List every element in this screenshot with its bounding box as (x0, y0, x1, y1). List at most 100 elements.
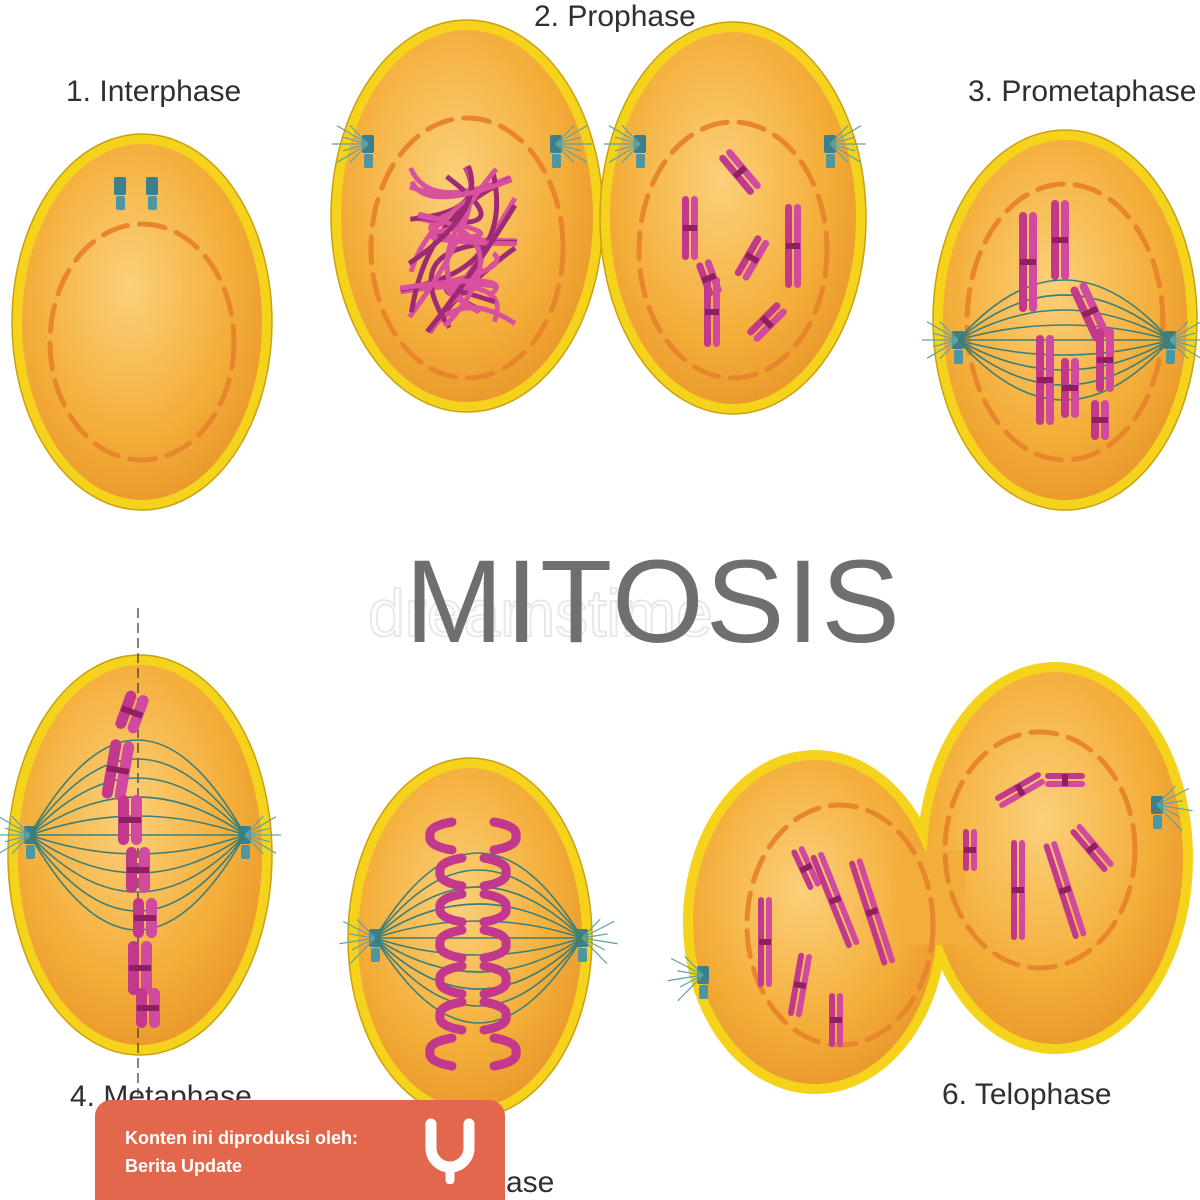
aster-ray (608, 125, 641, 145)
aster-ray (1156, 804, 1181, 818)
watermark-text: dreamstime (368, 576, 713, 650)
cytoplasm (22, 144, 262, 500)
aster-ray (349, 937, 376, 965)
aster-ray (555, 125, 588, 145)
chromosome (1070, 824, 1114, 872)
aster-ray (939, 339, 959, 360)
spindle-fiber (374, 937, 583, 973)
aster-ray (939, 320, 959, 341)
spindle-fiber (957, 279, 1171, 341)
centromere (744, 251, 760, 265)
centromere (119, 817, 141, 823)
aster-ray (667, 974, 704, 982)
aster-ray (349, 124, 369, 145)
aster-ray (0, 816, 31, 836)
aster-ray (608, 143, 641, 163)
cytoplasm (943, 140, 1187, 500)
centromere (1092, 417, 1108, 423)
chromosome (791, 846, 821, 890)
nuclear-envelope (368, 115, 566, 381)
aster-ray (342, 143, 369, 152)
aster-ray (555, 143, 582, 152)
aster-ray (1169, 339, 1196, 348)
cell-prometaphase (922, 129, 1200, 511)
aster-ray (356, 918, 376, 939)
cell-telophase (667, 662, 1193, 1094)
chromosome (719, 149, 761, 195)
centromere (1037, 377, 1053, 383)
centromere (1081, 305, 1099, 319)
separated-chromatid (435, 925, 467, 963)
credit-line-2: Berita Update (125, 1156, 243, 1176)
spindle-fiber (957, 309, 1171, 341)
centromere (830, 1017, 842, 1023)
centromere (129, 965, 151, 971)
spindle-fiber (29, 777, 246, 836)
centriole (114, 177, 126, 195)
aster-ray (244, 815, 264, 836)
aster-ray (684, 955, 704, 976)
chromosome (788, 952, 812, 1018)
cytoplasm (927, 672, 1183, 1044)
aster-ray (829, 125, 862, 145)
aster-ray (1156, 787, 1190, 806)
chromatin-strand (425, 203, 518, 334)
cytoplasm (610, 32, 856, 404)
spindle-fiber (29, 758, 246, 836)
spindle-fiber (29, 739, 246, 836)
aster-ray (581, 937, 618, 945)
credit-banner[interactable]: Konten ini diproduksi oleh: Berita Updat… (95, 1100, 505, 1200)
separated-chromatid (425, 1033, 457, 1071)
centromere (127, 867, 149, 873)
aster-ray (555, 143, 588, 163)
centromere (1062, 774, 1068, 786)
chromosome (1091, 400, 1109, 440)
spindle-fiber (374, 886, 583, 939)
aster-ray (244, 827, 271, 836)
label-prophase: 2. Prophase (534, 0, 696, 33)
label-interphase: 1. Interphase (66, 75, 241, 108)
centriole (636, 154, 645, 168)
aster-ray (342, 136, 369, 145)
aster-ray (670, 957, 704, 976)
centromere (137, 1005, 159, 1011)
chromosome (829, 993, 843, 1047)
label-anaphase-partial: ase (506, 1166, 554, 1199)
centriole (371, 948, 380, 962)
cell-prophase-early (330, 19, 604, 413)
aster-ray (926, 321, 959, 341)
chromosome (1070, 282, 1110, 342)
separated-chromatid (435, 997, 467, 1035)
centriole (699, 985, 708, 999)
chromosome (1051, 200, 1069, 280)
nuclear-envelope (47, 221, 237, 463)
centromere (134, 915, 156, 921)
aster-ray (581, 937, 606, 951)
aster-ray (4, 834, 31, 843)
spindle-fiber (374, 937, 583, 1007)
centriole (954, 350, 963, 364)
centrosome (824, 135, 836, 168)
centrosome (114, 177, 126, 210)
chromosome (734, 235, 770, 281)
chromosome (128, 941, 152, 995)
chromatin-strand (407, 164, 475, 266)
aster-ray (244, 834, 264, 855)
centromere (1012, 887, 1024, 893)
aster-ray (1156, 804, 1183, 832)
centromere (1058, 885, 1072, 895)
centriole (1153, 815, 1162, 829)
label-telophase: 6. Telophase (942, 1078, 1112, 1111)
aster-ray (11, 834, 31, 855)
chromosome (101, 739, 135, 801)
spindle-fiber (957, 294, 1171, 341)
aster-ray (555, 136, 582, 145)
spindle-fiber (374, 937, 583, 1024)
centromere (964, 847, 976, 853)
chromosome (696, 259, 722, 297)
centromere (828, 894, 842, 906)
cell-prophase-late (599, 21, 867, 415)
aster-ray (1169, 339, 1189, 360)
centriole (148, 196, 157, 210)
page-title: MITOSIS (405, 536, 902, 668)
